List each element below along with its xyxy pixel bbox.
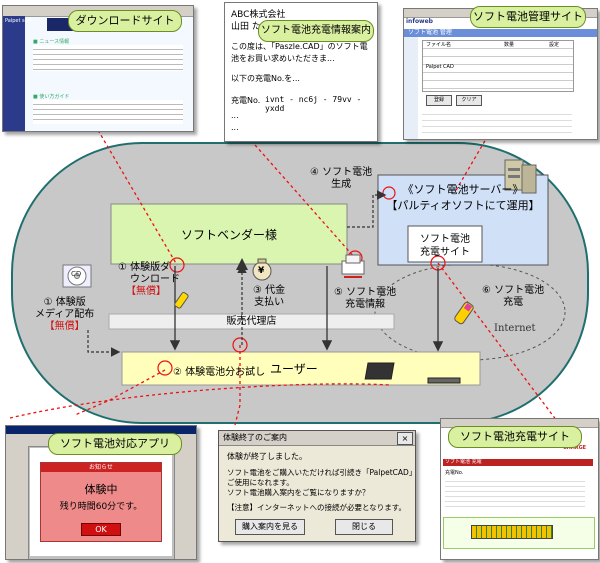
charge-site-label-1: ソフト電池 [420, 234, 470, 245]
step5-line2: 充電情報 [345, 299, 386, 310]
mail-p2: 以下の充電No.を... [231, 74, 300, 83]
app-callout: ソフト電池対応アプリ [48, 433, 182, 455]
charge-site-screenshot: CHARGE ソフト電池 充電 充電No. [440, 418, 599, 560]
trial-dialog-line1: 体験中 [84, 483, 118, 496]
close-button[interactable]: 閉じる [335, 519, 393, 535]
step5-info: ⑤ ソフト電池 充電情報 [334, 287, 396, 311]
mgmt-site-screenshot: infoweb ソフト電池 管理 ファイル名 数量 設定 Palpet CAD … [403, 8, 598, 140]
battery-icon-download [174, 292, 189, 309]
step2-trial: ② 体験電池分お試し [173, 367, 266, 378]
mgmt-row1: Palpet CAD [426, 64, 454, 70]
reseller-label: 販売代理店 [226, 316, 277, 327]
mail-dots1: ... [231, 111, 239, 120]
step6-line1: ⑥ ソフト電池 [482, 285, 545, 296]
dl-news: ■ ニュース情報 [33, 39, 70, 45]
internet-label: Internet [494, 323, 536, 334]
mgmt-brand: infoweb [406, 18, 433, 25]
mgmt-col-file: ファイル名 [426, 42, 452, 48]
mgmt-col-qty: 数量 [504, 42, 515, 48]
step1-media-line2: メディア配布 [35, 309, 95, 320]
trial-end-close-icon[interactable]: × [397, 432, 413, 445]
trial-ok-button[interactable]: OK [81, 523, 121, 536]
charge-info-icon [341, 254, 365, 278]
flow-arrows [169, 266, 444, 352]
dl-guide: ■ 使い方ガイド [33, 94, 70, 100]
step3-line1: ③ 代金 [253, 285, 286, 296]
dashed-arrows [87, 190, 387, 357]
step5-line1: ⑤ ソフト電池 [334, 287, 397, 298]
cd-label: CD [71, 270, 82, 278]
server-operator-label: 【パルティオソフトにて運用】 [386, 199, 540, 212]
mail-line1: ABC株式会社 [231, 10, 286, 20]
server-icon [504, 159, 537, 194]
view-purchase-guide-button[interactable]: 購入案内を見る [235, 519, 305, 535]
mail-charge-label: 充電No. [231, 96, 261, 105]
step6-charge: ⑥ ソフト電池 充電 [482, 285, 544, 309]
download-site-callout: ダウンロードサイト [68, 10, 182, 32]
cd-icon [62, 264, 92, 288]
step3-payment: ③ 代金 支払い [253, 285, 285, 309]
charge-heading: ソフト電池 充電 [445, 459, 482, 465]
trial-end-l3: ご使用になれます。 [227, 478, 294, 487]
dl-brand: Palpet soft [5, 18, 32, 24]
user-label: ユーザー [270, 362, 318, 376]
reseller-box [108, 313, 395, 330]
dl-sidebar [3, 16, 25, 131]
mail-dots2: ... [231, 123, 239, 132]
trial-dialog-header: お知らせ [41, 463, 161, 472]
vendor-box [110, 203, 348, 265]
step6-line2: 充電 [503, 297, 524, 308]
step1-media-free: 【無償】 [44, 321, 85, 332]
vendor-label: ソフトベンダー様 [180, 228, 277, 242]
mgmt-title: ソフト電池 管理 [408, 29, 452, 36]
charge-no-label: 充電No. [445, 470, 464, 476]
step1-download-line1: ① 体験版ダ [118, 262, 171, 273]
charge-site-box [407, 225, 483, 263]
step4-line2: 生成 [331, 179, 352, 190]
step4-line1: ④ ソフト電池 [310, 167, 373, 178]
trial-end-l4: ソフト電池購入案内をご覧になりますか？ [227, 488, 370, 497]
mgmt-register-button[interactable]: 登録 [426, 95, 452, 106]
trial-end-l5: 【注意】インターネットへの接続が必要となります。 [227, 503, 407, 512]
payment-arrow [236, 258, 248, 270]
step1-download: ① 体験版ダ ウンロード 【無償】 [118, 262, 180, 298]
step3-line2: 支払い [254, 297, 285, 308]
step1-download-line2: ウンロード [130, 274, 180, 285]
charge-site-callout: ソフト電池充電サイト [448, 426, 582, 448]
trial-end-title: 体験終了のご案内 [223, 433, 287, 442]
server-label: 《ソフト電池サーバー》 [402, 183, 524, 196]
trial-end-l1: 体験が終了しました。 [227, 452, 307, 461]
money-bag-icon [252, 258, 272, 281]
step1-media: ① 体験版 メディア配布 【無償】 [35, 297, 94, 333]
step1-download-free: 【無償】 [126, 286, 166, 297]
charge-level-bar [471, 525, 553, 539]
mail-line2: 山田 た [231, 22, 261, 32]
trial-end-dialog: 体験終了のご案内 × 体験が終了しました。 ソフト電池をご購入いただければ引続き… [218, 430, 416, 542]
charge-brand: CHARGE [563, 445, 587, 451]
mgmt-clear-button[interactable]: クリア [456, 95, 482, 106]
user-box [121, 351, 481, 386]
step1-media-line1: ① 体験版 [43, 297, 86, 308]
yen-label: ¥ [258, 266, 265, 276]
mail-charge-no: ivnt - nc6j - 79vv - yxdd [265, 95, 362, 113]
trial-dialog: お知らせ 体験中 残り時間60分です。 OK [40, 462, 162, 542]
mgmt-callout: ソフト電池管理サイト [470, 6, 586, 28]
battery-icon-charge [454, 301, 474, 325]
trial-end-l2: ソフト電池をご購入いただければ引続き「PalpetCAD」を [227, 468, 416, 477]
charge-site-label-2: 充電サイト [420, 247, 470, 258]
trial-dialog-line2: 残り時間60分です。 [59, 502, 143, 512]
laptop-icon [364, 362, 461, 384]
mail-p1a: この度は、「Paszle.CAD」のソフト電 [231, 42, 368, 51]
step4-generate: ④ ソフト電池 生成 [310, 167, 372, 191]
mail-p1b: 池をお買い求めいただきま... [231, 54, 335, 63]
mail-callout: ソフト電池充電情報案内 [258, 20, 374, 42]
mgmt-col-set: 設定 [549, 42, 560, 48]
